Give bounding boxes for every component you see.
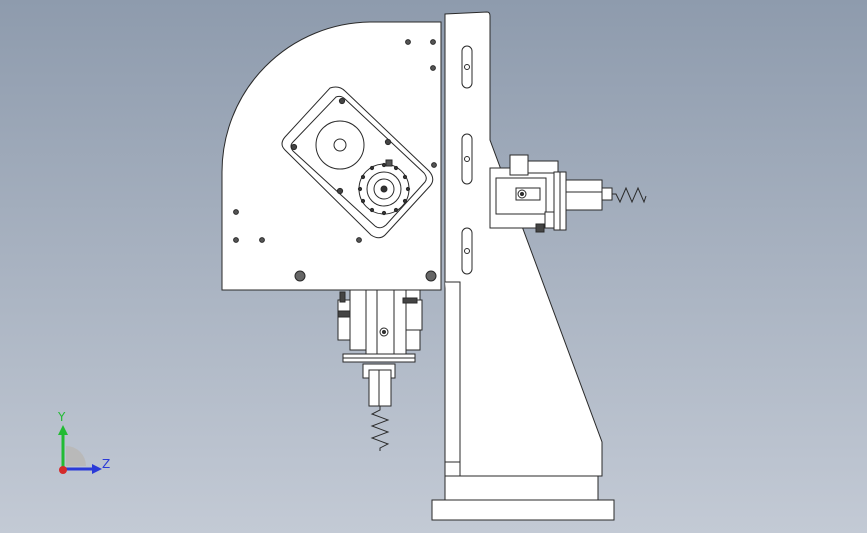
lower-slide-assembly <box>337 289 423 451</box>
orientation-triad[interactable]: Y Z <box>40 405 130 495</box>
y-axis-arrowhead <box>58 425 68 435</box>
right-slide-assembly <box>489 154 647 233</box>
xz-plane-indicator <box>66 446 86 466</box>
x-axis-origin-marker <box>59 466 67 474</box>
z-axis-arrowhead <box>92 464 102 474</box>
z-axis-label: Z <box>102 457 110 471</box>
y-axis-label: Y <box>57 410 66 424</box>
base-plate <box>431 475 615 521</box>
drive-gear <box>357 159 411 216</box>
column-upright <box>444 11 603 477</box>
